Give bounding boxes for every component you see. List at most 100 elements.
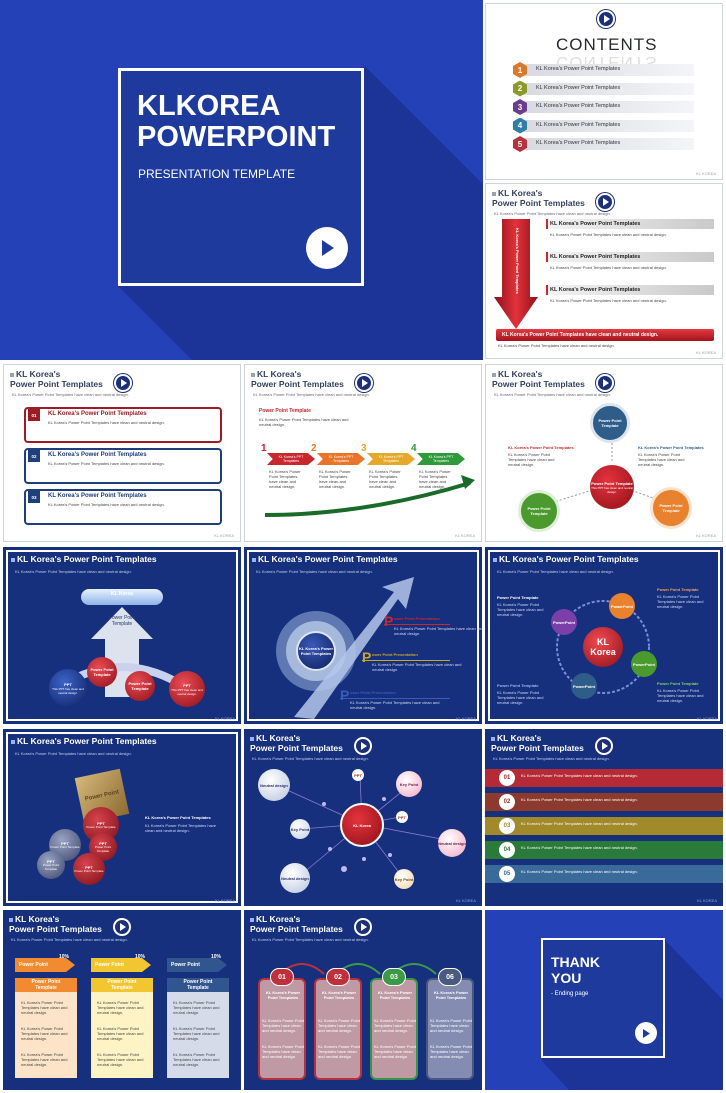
step-chevron: KL Korea's PPT Templates: [267, 453, 315, 465]
cycle-node-top: Power Point Template: [590, 403, 630, 443]
thankyou-sub: - Ending page: [551, 991, 589, 997]
play-button[interactable]: [354, 918, 372, 936]
slide-footer: KL KOREA: [697, 716, 717, 721]
slide-subtitle: KL Korea's Power Point Templates have cl…: [253, 392, 370, 397]
stripe-number: 01: [499, 770, 515, 786]
play-button[interactable]: [355, 374, 373, 392]
play-button[interactable]: [113, 918, 131, 936]
card-text: KL Korea's Power Point Templates have cl…: [173, 1026, 220, 1041]
card-text: KL Korea's Power Point Templates have cl…: [97, 1026, 144, 1041]
slide-frame: [6, 732, 238, 903]
play-button[interactable]: [635, 1022, 657, 1044]
label-line: [384, 624, 450, 625]
slide-header: KL Korea's Power Point Templates: [11, 736, 157, 746]
play-icon: [360, 742, 367, 750]
label-letter: P: [384, 613, 394, 629]
contents-bar: [516, 101, 694, 113]
cycle-right-label: KL Korea's Power Point Templates: [638, 445, 704, 450]
node-ppt-top: PPT: [352, 769, 364, 781]
ring: [556, 600, 650, 694]
top-pill: KL Korea: [81, 589, 163, 605]
card-title: Power Point Template: [183, 979, 213, 991]
slide-korea-ring[interactable]: KL Korea's Power Point Templates KL Kore…: [485, 547, 723, 724]
contents-item-label: KL Korea's Power Point Templates: [536, 66, 621, 72]
card: [314, 978, 362, 1080]
play-icon: [361, 379, 368, 387]
slide-arrow-up-circles[interactable]: KL Korea's Power Point Templates KL Kore…: [3, 547, 241, 724]
play-button[interactable]: [306, 227, 348, 269]
ribbon-percent: 10%: [59, 954, 70, 960]
step-text: KL Korea's Power Point Templates have cl…: [419, 469, 451, 489]
card-text: KL Korea's Power Point Templates have cl…: [430, 1044, 472, 1059]
slide-subtitle: KL Korea's Power Point Templates have cl…: [494, 392, 611, 397]
slide-box-circles[interactable]: KL Korea's Power Point Templates KL Kore…: [3, 729, 241, 906]
numbered-card: [24, 407, 222, 443]
network-center: KL Korea: [340, 803, 384, 847]
label-letter: P: [362, 649, 372, 665]
card-number: 01: [270, 968, 294, 986]
play-icon: [602, 198, 609, 206]
card-text: KL Korea's Power Point Templates have cl…: [430, 1018, 472, 1033]
ring-item-4: PowerPoint: [571, 673, 597, 699]
slide-cover[interactable]: KLKOREA POWERPOINT PRESENTATION TEMPLATE: [0, 0, 483, 360]
slide-thank-you[interactable]: THANK YOU - Ending page: [485, 910, 723, 1090]
play-button[interactable]: [595, 737, 613, 755]
play-button[interactable]: [354, 737, 372, 755]
corner-text-3: KL Korea's Power Point Templates have cl…: [497, 690, 544, 705]
slide-footer: KL KOREA: [455, 533, 475, 538]
step-chevron: KL Korea's PPT Templates: [317, 453, 365, 465]
card-text: KL Korea's Power Point Templates have cl…: [173, 1000, 220, 1015]
slide-subtitle: KL Korea's Power Point Templates have cl…: [15, 569, 132, 574]
play-button[interactable]: [114, 374, 132, 392]
play-button[interactable]: [596, 193, 614, 211]
ribbon: Power Point: [91, 958, 151, 972]
slide-frame: [6, 550, 238, 721]
corner-text-1: KL Korea's Power Point Templates have cl…: [497, 602, 544, 617]
item-bar: [546, 285, 714, 295]
circle-3: Power Point Template: [125, 671, 155, 701]
stripe-row: [485, 817, 723, 835]
play-button[interactable]: [597, 10, 615, 28]
slide-subtitle: KL Korea's Power Point Templates have cl…: [497, 569, 614, 574]
label-line: [340, 698, 450, 699]
play-icon: [119, 923, 126, 931]
slide-footer: KL KOREA: [214, 533, 234, 538]
slide-swirl-arrow[interactable]: KL Korea's Power Point Templates KL Kore…: [244, 547, 482, 724]
card-text: KL Korea's Power Point Templates have cl…: [21, 1000, 68, 1015]
ribbon: Power Point: [167, 958, 227, 972]
slide-subtitle: KL Korea's Power Point Templates have cl…: [15, 751, 132, 756]
card-text: KL Korea's Power Point Templates have cl…: [318, 1018, 360, 1033]
arrow-label: Power Point Template: [108, 615, 136, 627]
label-body: KL Korea's Power Point Templates have cl…: [350, 700, 440, 710]
ribbon-percent: 10%: [135, 954, 146, 960]
label-body: KL Korea's Power Point Templates have cl…: [394, 626, 482, 636]
number-tab: 02: [28, 450, 40, 462]
contents-bar: [516, 64, 694, 76]
slide-subtitle: KL Korea's Power Point Templates have cl…: [12, 392, 129, 397]
play-button[interactable]: [596, 374, 614, 392]
contents-number-badge: 1: [513, 62, 527, 78]
stripe-text: KL Korea's Power Point Templates have cl…: [521, 797, 638, 802]
node-5: Key Point: [394, 869, 414, 889]
card-number: 06: [438, 968, 462, 986]
card-text: KL Korea's Power Point Templates have cl…: [21, 1052, 68, 1067]
stripe-number: 02: [499, 794, 515, 810]
label-text: ower Point Presentation: [350, 690, 396, 695]
